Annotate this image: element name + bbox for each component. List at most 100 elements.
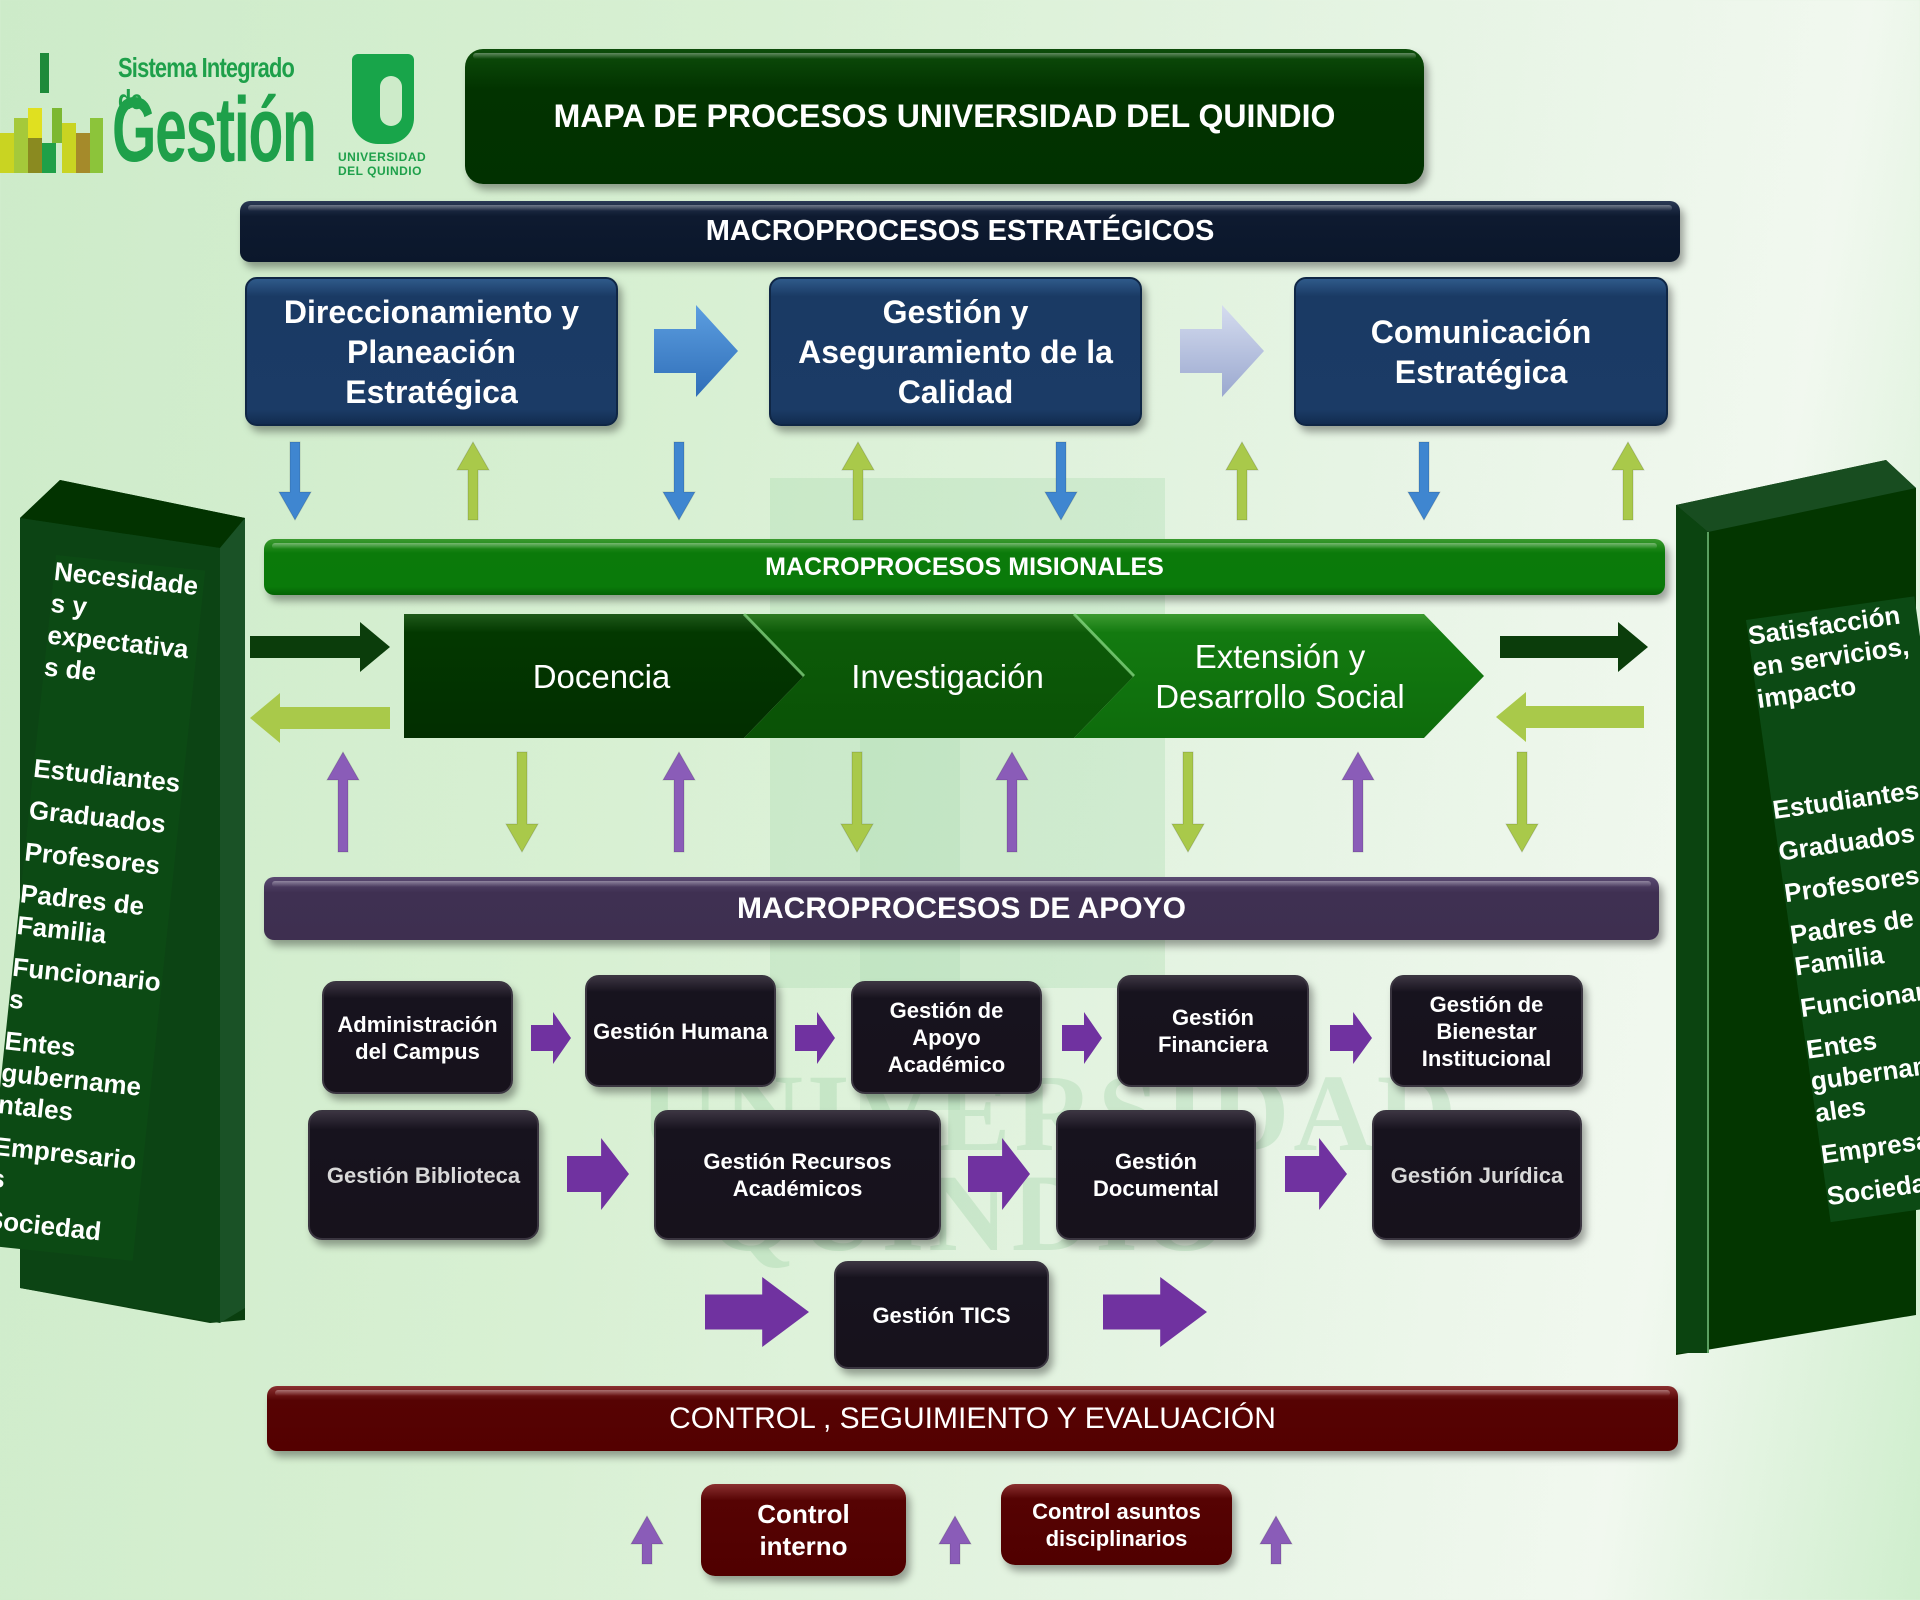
right-arrow-icon bbox=[1103, 1277, 1207, 1347]
down-arrow-icon bbox=[662, 441, 696, 522]
down-arrow-icon bbox=[1505, 751, 1539, 854]
down-arrow-icon bbox=[278, 441, 312, 522]
logo: Sistema Integrado de Gestión UNIVERSIDAD… bbox=[0, 48, 430, 183]
stakeholder-item: Funcionarios bbox=[7, 951, 163, 1015]
stakeholder-item: Estudiantes bbox=[1770, 774, 1920, 825]
down-arrow-icon bbox=[1171, 751, 1205, 854]
up-arrow-icon bbox=[1341, 750, 1375, 853]
chevron-investigacion[interactable] bbox=[744, 614, 1134, 738]
control-process-interno[interactable]: Control interno bbox=[701, 1484, 906, 1576]
support-process-financiera[interactable]: Gestión Financiera bbox=[1117, 975, 1309, 1087]
process-label: Gestión Jurídica bbox=[1390, 1162, 1564, 1188]
logo-line1: Sistema Integrado de bbox=[118, 52, 295, 115]
control-process-disciplinarios[interactable]: Control asuntos disciplinarios bbox=[1001, 1484, 1232, 1565]
support-process-humana[interactable]: Gestión Humana bbox=[585, 975, 776, 1087]
support-header: MACROPROCESOS DE APOYO bbox=[264, 877, 1659, 940]
right-arrow-icon bbox=[1500, 622, 1648, 672]
right-arrow-icon bbox=[1062, 1012, 1102, 1064]
process-label: Gestión de Bienestar Institucional bbox=[1421, 991, 1552, 1071]
university-logo-icon bbox=[352, 54, 414, 144]
support-process-documental[interactable]: Gestión Documental bbox=[1056, 1110, 1256, 1240]
support-process-biblioteca[interactable]: Gestión Biblioteca bbox=[308, 1110, 539, 1240]
stakeholder-item: Profesores bbox=[23, 836, 162, 881]
strategic-header: MACROPROCESOS ESTRATÉGICOS bbox=[240, 201, 1680, 262]
strategic-process-direccionamiento[interactable]: Direccionamiento y Planeación Estratégic… bbox=[245, 277, 618, 426]
up-arrow-icon bbox=[1225, 440, 1259, 521]
chevron-docencia[interactable] bbox=[404, 614, 804, 738]
logo-university-line2: DEL QUINDIO bbox=[338, 164, 422, 178]
up-arrow-icon bbox=[1611, 440, 1645, 521]
process-label: Gestión TICS bbox=[872, 1302, 1011, 1328]
left-arrow-icon bbox=[1496, 692, 1644, 742]
down-arrow-icon bbox=[840, 751, 874, 854]
stakeholder-item: Entes gubernamentales bbox=[1804, 1025, 1920, 1129]
missional-header: MACROPROCESOS MISIONALES bbox=[264, 539, 1665, 595]
stakeholder-item: Sociedad bbox=[0, 1204, 103, 1247]
stakeholder-item: Entes gubernamentales bbox=[0, 1025, 143, 1127]
right-arrow-icon bbox=[1285, 1138, 1347, 1210]
down-arrow-icon bbox=[1044, 441, 1078, 522]
process-label: Control asuntos disciplinarios bbox=[1032, 1498, 1201, 1551]
right-arrow-icon bbox=[968, 1138, 1030, 1210]
down-arrow-icon bbox=[505, 751, 539, 854]
support-process-apoyo-academico[interactable]: Gestión de Apoyo Académico bbox=[851, 981, 1042, 1094]
up-arrow-icon bbox=[938, 1514, 972, 1565]
up-arrow-icon bbox=[1259, 1514, 1293, 1565]
left-arrow-icon bbox=[250, 693, 390, 743]
logo-university-line1: UNIVERSIDAD bbox=[338, 150, 427, 164]
missional-chevrons bbox=[404, 612, 1484, 738]
right-arrow-icon bbox=[795, 1012, 835, 1064]
page-title-text: MAPA DE PROCESOS UNIVERSIDAD DEL QUINDIO bbox=[553, 98, 1336, 134]
right-arrow-icon bbox=[1180, 305, 1264, 397]
strategic-process-calidad[interactable]: Gestión y Aseguramiento de la Calidad bbox=[769, 277, 1142, 426]
right-arrow-icon bbox=[250, 622, 390, 672]
process-label: Gestión y Aseguramiento de la Calidad bbox=[798, 293, 1113, 410]
stakeholder-item: Estudiantes bbox=[32, 752, 182, 799]
stakeholder-item: Empresarios bbox=[0, 1130, 138, 1195]
stakeholder-item: Padres de Familia bbox=[1788, 902, 1916, 982]
process-label: Gestión Humana bbox=[593, 1018, 768, 1044]
process-label: Gestión Documental bbox=[1093, 1149, 1219, 1201]
right-arrow-icon bbox=[531, 1012, 571, 1064]
process-label: Gestión Biblioteca bbox=[326, 1162, 521, 1188]
right-arrow-icon bbox=[1330, 1012, 1372, 1064]
logo-line2: Gestión bbox=[112, 79, 317, 181]
process-label: Direccionamiento y Planeación Estratégic… bbox=[283, 293, 580, 410]
support-process-recursos-academicos[interactable]: Gestión Recursos Académicos bbox=[654, 1110, 941, 1240]
support-process-juridica[interactable]: Gestión Jurídica bbox=[1372, 1110, 1582, 1240]
stakeholder-item: Graduados bbox=[27, 794, 168, 839]
right-arrow-icon bbox=[705, 1277, 809, 1347]
right-arrow-icon bbox=[567, 1138, 629, 1210]
process-label: Gestión Financiera bbox=[1157, 1005, 1269, 1057]
process-label: Control interno bbox=[757, 1499, 850, 1561]
stakeholder-item: Padres de Familia bbox=[15, 878, 146, 950]
process-label: Gestión Recursos Académicos bbox=[703, 1149, 892, 1201]
control-header: CONTROL , SEGUIMIENTO Y EVALUACIÓN bbox=[267, 1386, 1678, 1451]
up-arrow-icon bbox=[326, 750, 360, 853]
process-label: Administración del Campus bbox=[337, 1011, 498, 1064]
chevron-investigacion-label: Investigación bbox=[851, 657, 1044, 695]
down-arrow-icon bbox=[1407, 441, 1441, 522]
up-arrow-icon bbox=[841, 440, 875, 521]
support-process-campus[interactable]: Administración del Campus bbox=[322, 981, 513, 1094]
support-header-text: MACROPROCESOS DE APOYO bbox=[737, 891, 1186, 925]
strategic-header-text: MACROPROCESOS ESTRATÉGICOS bbox=[705, 215, 1215, 247]
chevron-extension-label: Extensión y Desarrollo Social bbox=[1155, 637, 1405, 715]
control-header-text: CONTROL , SEGUIMIENTO Y EVALUACIÓN bbox=[669, 1401, 1276, 1435]
process-label: Comunicación Estratégica bbox=[1370, 313, 1592, 390]
process-label: Gestión de Apoyo Académico bbox=[887, 998, 1006, 1077]
left-panel-heading: Necesidades y expectativas de bbox=[42, 555, 200, 687]
up-arrow-icon bbox=[630, 1514, 664, 1565]
up-arrow-icon bbox=[662, 750, 696, 853]
logo-pixel-icon bbox=[0, 53, 103, 173]
page-title: MAPA DE PROCESOS UNIVERSIDAD DEL QUINDIO bbox=[465, 49, 1424, 184]
chevron-docencia-label: Docencia bbox=[532, 657, 671, 695]
up-arrow-icon bbox=[456, 440, 490, 521]
chevron-extension[interactable] bbox=[1074, 614, 1484, 738]
right-arrow-icon bbox=[654, 305, 738, 397]
support-process-bienestar[interactable]: Gestión de Bienestar Institucional bbox=[1390, 975, 1583, 1087]
up-arrow-icon bbox=[995, 750, 1029, 853]
missional-header-text: MACROPROCESOS MISIONALES bbox=[765, 552, 1164, 581]
strategic-process-comunicacion[interactable]: Comunicación Estratégica bbox=[1294, 277, 1668, 426]
support-process-tics[interactable]: Gestión TICS bbox=[834, 1261, 1049, 1369]
